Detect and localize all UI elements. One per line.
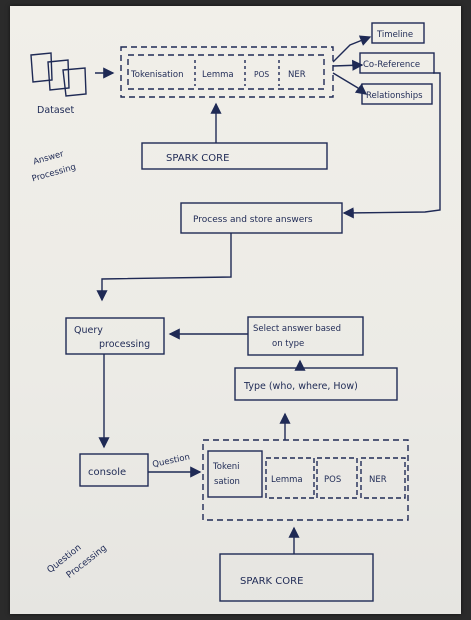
spark-core-bottom-label: SPARK CORE	[240, 576, 303, 587]
answer-processing-label-1: Answer	[32, 149, 65, 167]
feedback-arrow	[342, 72, 441, 219]
process-to-query-arrow	[96, 233, 232, 302]
pos-q-label: POS	[324, 475, 341, 485]
pos-box	[316, 457, 358, 499]
spark-core-bottom-box	[219, 553, 374, 602]
select-answer-label-2: on type	[272, 339, 304, 349]
answer-pipeline-inner	[127, 54, 325, 90]
question-pipeline-outer	[202, 439, 409, 521]
ner-q-label: NER	[369, 475, 387, 485]
paper-sheet: Dataset Tokenisation Lemma POS NER Timel…	[10, 6, 461, 614]
question-arrow-label: Question	[152, 452, 191, 470]
spark-core-top-box	[141, 142, 328, 170]
coreference-arrow	[332, 59, 364, 71]
timeline-arrow	[332, 35, 372, 63]
lemma-q-label: Lemma	[271, 475, 303, 485]
ner-box	[360, 457, 406, 499]
process-store-label: Process and store answers	[193, 215, 313, 225]
tokenisation-box	[207, 450, 263, 498]
select-answer-box	[247, 316, 364, 356]
query-processing-label-1: Query	[74, 325, 103, 336]
query-processing-label-2: processing	[99, 339, 150, 350]
coreference-box	[359, 52, 435, 74]
select-answer-label-1: Select answer based	[253, 324, 341, 334]
lemma-label: Lemma	[202, 70, 234, 80]
relationships-box	[361, 83, 433, 105]
console-label: console	[88, 467, 126, 478]
relationships-arrow	[332, 72, 368, 95]
spark-core-top-label: SPARK CORE	[166, 153, 229, 164]
ner-label: NER	[288, 70, 306, 80]
dataset-icon	[30, 52, 87, 97]
type-box	[234, 367, 398, 401]
query-processing-box	[65, 317, 165, 355]
lemma-box	[265, 457, 315, 499]
tokenisation-q-label-2: sation	[214, 477, 240, 487]
coreference-label: Co-Reference	[363, 60, 420, 70]
process-store-box	[180, 202, 343, 234]
answer-pipeline-outer	[120, 46, 334, 98]
tokenisation-q-label-1: Tokeni	[212, 462, 240, 472]
type-label: Type (who, where, How)	[243, 381, 358, 392]
pos-label: POS	[254, 70, 269, 79]
timeline-box	[371, 22, 425, 44]
dataset-label: Dataset	[37, 105, 74, 116]
tokenisation-label: Tokenisation	[130, 70, 183, 80]
timeline-label: Timeline	[376, 30, 413, 40]
console-box	[79, 453, 149, 487]
architecture-diagram: Dataset Tokenisation Lemma POS NER Timel…	[30, 22, 441, 602]
relationships-label: Relationships	[366, 91, 423, 101]
